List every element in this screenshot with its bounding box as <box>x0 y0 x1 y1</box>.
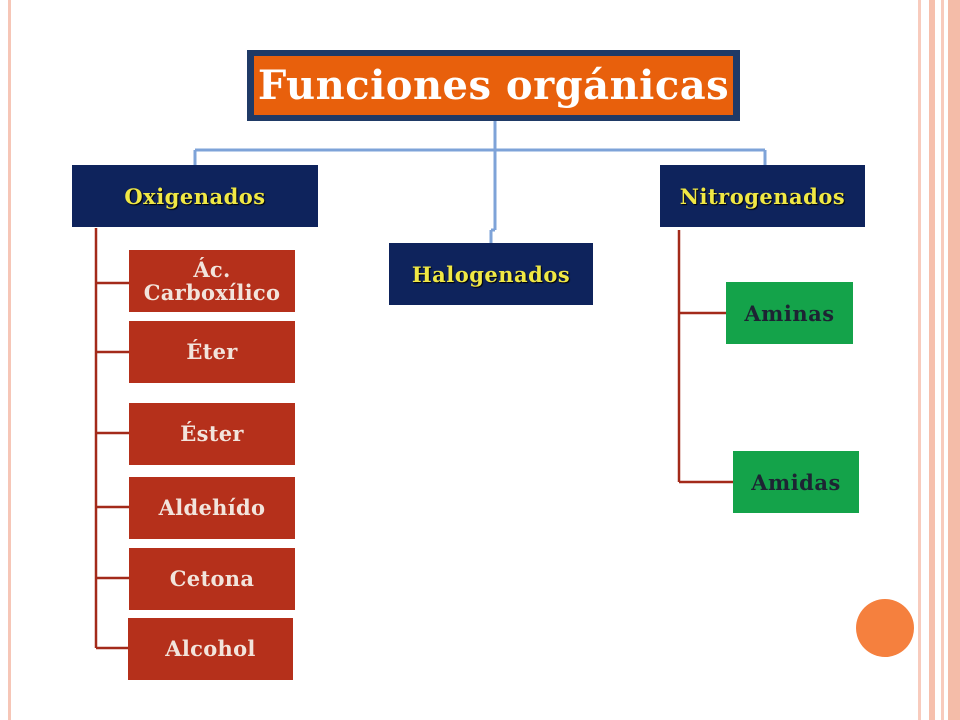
right-decor-stripe <box>918 0 921 720</box>
item-acido-carboxilico: Ác. Carboxílico <box>129 250 295 312</box>
item-aldehido: Aldehído <box>129 477 295 539</box>
item-cetona: Cetona <box>129 548 295 610</box>
left-frame-line <box>8 0 11 720</box>
right-decor-stripe <box>941 0 944 720</box>
item-ester: Éster <box>129 403 295 465</box>
category-halogenados: Halogenados <box>389 243 593 305</box>
right-decor-stripe <box>929 0 935 720</box>
item-eter: Éter <box>129 321 295 383</box>
item-alcohol: Alcohol <box>128 618 293 680</box>
right-decor-stripe <box>948 0 960 720</box>
item-amidas: Amidas <box>733 451 859 513</box>
category-oxigenados: Oxigenados <box>72 165 318 227</box>
diagram-title: Funciones orgánicas <box>254 56 733 115</box>
category-nitrogenados: Nitrogenados <box>660 165 865 227</box>
item-aminas: Aminas <box>726 282 853 344</box>
decorative-orange-circle <box>856 599 914 657</box>
